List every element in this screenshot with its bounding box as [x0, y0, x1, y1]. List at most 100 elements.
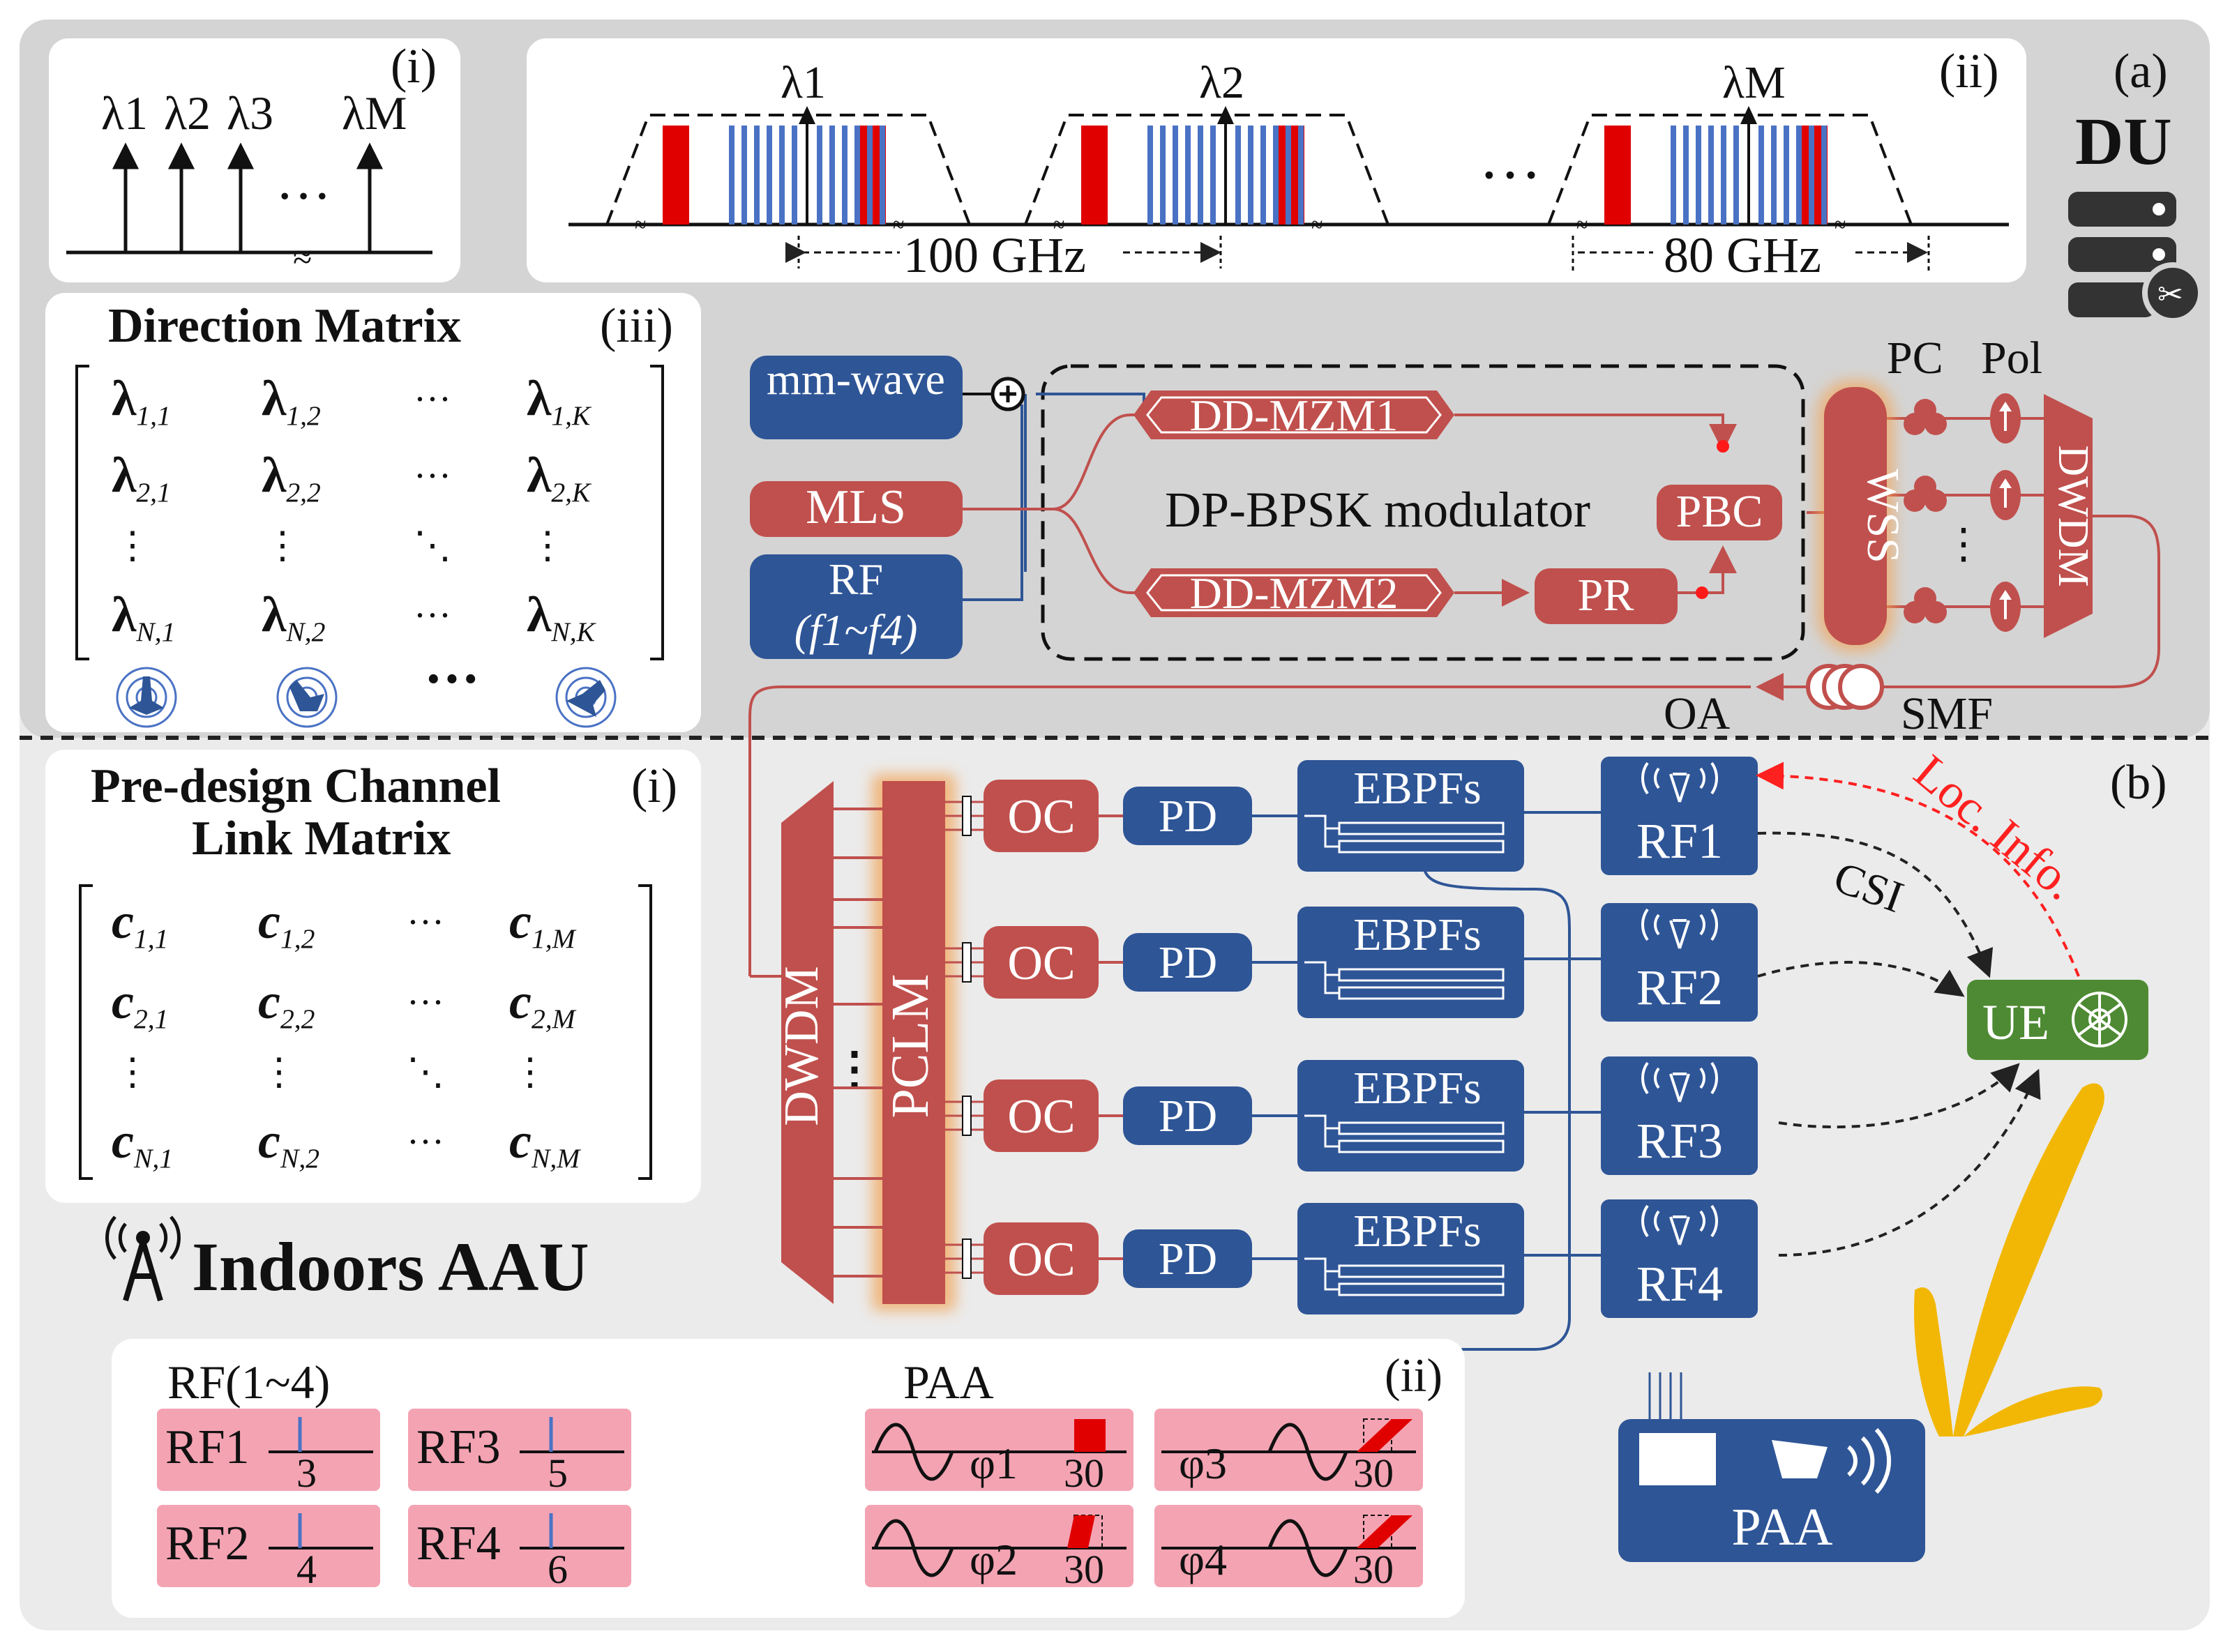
paa-legend-item-2: φ3 30 — [1154, 1409, 1423, 1496]
sine-wave-icon-2 — [1267, 1423, 1348, 1481]
pd-label-3: PD — [1159, 1091, 1217, 1142]
paa-label: PAA — [1731, 1498, 1832, 1556]
ebpf-label-2: EBPFs — [1353, 909, 1481, 960]
channel-cell-r3-c3: ⋱ — [407, 1051, 444, 1093]
paa-angle-label-2: 30 — [1353, 1450, 1394, 1496]
pd-label-2: PD — [1159, 937, 1217, 988]
antenna-icon — [105, 1215, 181, 1302]
ue-label: UE — [1982, 994, 2049, 1050]
paa-angle-label-3: 30 — [1064, 1547, 1104, 1592]
oc-block-3 — [984, 1079, 1099, 1152]
panel-ii-tag: (ii) — [1939, 45, 1999, 98]
wss-label: WSS — [1858, 469, 1908, 563]
channel-cell-r2-c3: ··· — [407, 981, 444, 1023]
lambda-1-label: λ1 — [101, 86, 148, 139]
direction-cell-r3-c2: ⋮ — [264, 524, 301, 566]
pclm-block — [882, 781, 945, 1304]
spectrum-ellipsis: … — [1479, 123, 1542, 192]
mzm2-label: DD-MZM2 — [1190, 568, 1399, 618]
paa-angle-label-4: 30 — [1353, 1547, 1394, 1592]
ebpf-block-4 — [1297, 1203, 1524, 1314]
server-icon: ✂ — [2068, 192, 2203, 324]
pc-pol-pair-1 — [1904, 393, 2021, 444]
rf-unit-label-3: RF3 — [1636, 1113, 1723, 1169]
spectrum-channel-3: λM≈≈ — [1547, 57, 1913, 236]
oc-label-1: OC — [1007, 790, 1075, 844]
spectrum-channel-label-3: λM — [1722, 57, 1786, 108]
rf-legend-title: RF(1~4) — [167, 1356, 330, 1409]
section-a-label: (a) — [2114, 45, 2168, 98]
direction-cell-r3-c3: ⋱ — [414, 524, 451, 566]
mzm2-block: DD-MZM2 — [1133, 568, 1454, 618]
mzm1-label: DD-MZM1 — [1190, 391, 1399, 440]
pclm-label: PCLM — [881, 974, 940, 1119]
paa-phase-label-1: φ1 — [970, 1439, 1018, 1488]
rf-antenna-icon-4 — [1641, 1204, 1719, 1245]
rf-antenna-icon-1 — [1641, 761, 1719, 803]
direction-cell-r1-c3: ··· — [414, 378, 451, 420]
rf-unit-3 — [1601, 1056, 1758, 1175]
channel-cell-r3-c4: ⋮ — [511, 1051, 549, 1093]
rf-legend-label-4: RF4 — [416, 1517, 501, 1570]
oc-block-4 — [984, 1222, 1099, 1295]
rf-unit-1 — [1601, 757, 1758, 875]
channel-matrix-title-line1: Pre-design Channel — [91, 759, 501, 813]
du-dwdm-label: DWDM — [2049, 445, 2097, 586]
channel-ellipsis: ⋮ — [831, 1044, 877, 1095]
rf-unit-2 — [1601, 903, 1758, 1022]
lambda-2-label: λ2 — [164, 86, 211, 139]
rf-legend-label-2: RF3 — [416, 1420, 501, 1474]
oa-label: OA — [1664, 688, 1731, 739]
svg-text:≈: ≈ — [1053, 213, 1064, 236]
direction-cell-r4-c3: ··· — [414, 594, 451, 636]
pbc-block — [1657, 485, 1782, 540]
rf-unit-4 — [1601, 1199, 1758, 1318]
svg-text:≈: ≈ — [893, 213, 904, 236]
direction-matrix-tag: (iii) — [600, 299, 673, 353]
panel-i-tag: (i) — [391, 40, 437, 93]
rf-legend-value-3: 4 — [296, 1547, 317, 1592]
pc-label: PC — [1887, 333, 1943, 384]
paa-angle-label-1: 30 — [1064, 1450, 1104, 1496]
paa-phase-label-2: φ3 — [1179, 1439, 1227, 1488]
rf-legend-label-3: RF2 — [165, 1517, 250, 1570]
paa-chip-icon — [1639, 1433, 1716, 1485]
channel-cell-r3-c2: ⋮ — [260, 1051, 298, 1093]
wavelength-ellipsis: … — [276, 150, 331, 211]
rf-legend-item-2: RF3 5 — [408, 1409, 631, 1496]
oc-block-1 — [984, 780, 1099, 852]
rf-source — [750, 554, 963, 659]
channel-matrix-tag: (i) — [631, 759, 677, 813]
spectrum-channel-1: λ1≈≈ — [605, 57, 971, 236]
ebpf-label-1: EBPFs — [1353, 763, 1481, 814]
spectrum-panel: λ1≈≈λ2≈≈λM≈≈ … (ii) 100 GHz 80 GHz — [527, 38, 2026, 283]
pc-ellipsis: ⋮ — [1943, 521, 1984, 567]
pd-block-1 — [1123, 787, 1252, 845]
pd-label-4: PD — [1159, 1234, 1217, 1285]
pbc-label: PBC — [1676, 486, 1763, 537]
beam-tilt-icon-4 — [1357, 1515, 1412, 1548]
pd-block-4 — [1123, 1229, 1252, 1288]
ebpf-label-4: EBPFs — [1353, 1206, 1481, 1257]
rf-unit-label-2: RF2 — [1636, 960, 1723, 1015]
pr-block — [1535, 568, 1678, 624]
rf-legend-value-1: 3 — [296, 1450, 317, 1496]
spectrum-channel-label-2: λ2 — [1199, 57, 1244, 108]
channel-cell-r4-c3: ··· — [407, 1121, 444, 1162]
rf-legend-value-2: 5 — [548, 1450, 568, 1496]
mmwave-label: mm-wave — [767, 354, 945, 404]
beam-tilt-icon-3 — [1067, 1515, 1095, 1548]
svg-text:≈: ≈ — [635, 213, 646, 236]
svg-text:≈: ≈ — [1835, 213, 1846, 236]
oc-label-2: OC — [1007, 937, 1075, 990]
mzm1-block: DD-MZM1 — [1133, 391, 1454, 440]
direction-cell-r3-c4: ⋮ — [529, 524, 566, 566]
polarization-controllers — [1904, 393, 2021, 632]
width-label: 80 GHz — [1664, 227, 1821, 283]
rf-source-label: RF — [829, 554, 883, 604]
